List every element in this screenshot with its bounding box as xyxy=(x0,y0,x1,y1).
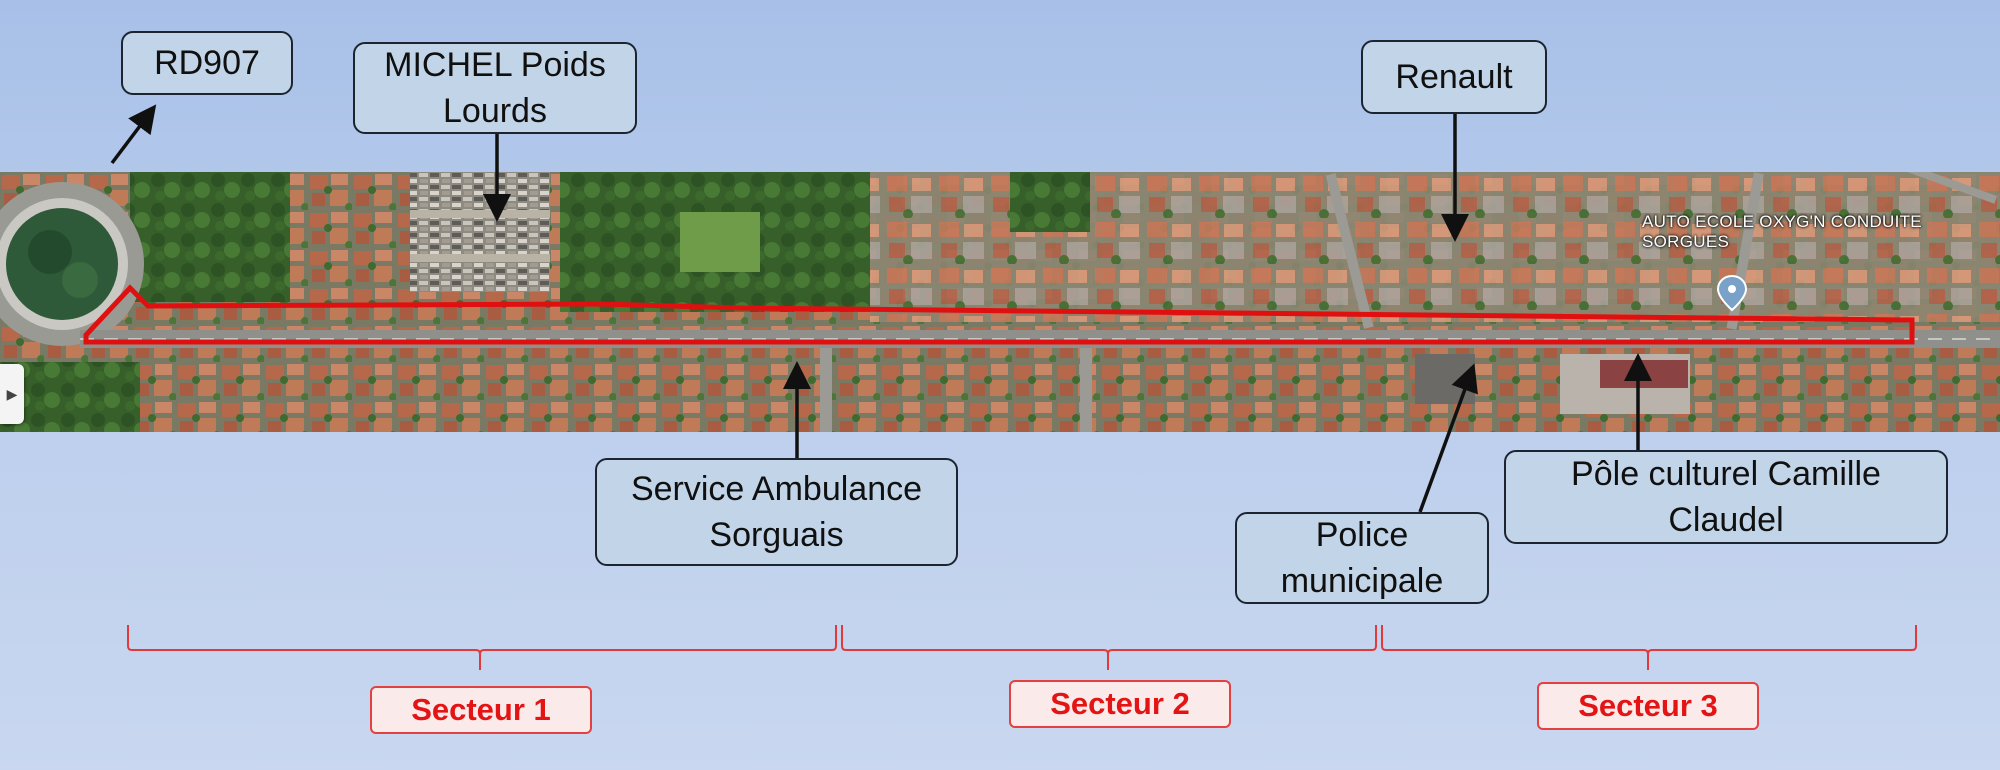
chevron-right-icon: ▶ xyxy=(6,385,18,402)
aerial-map[interactable]: AUTO ECOLE OXYG'N CONDUITE SORGUES ▶ xyxy=(0,172,2000,432)
brace-secteur-3 xyxy=(1381,625,1917,670)
location-pin-icon xyxy=(1716,274,1748,312)
route-outline xyxy=(83,284,1915,345)
sector-3-label: Secteur 3 xyxy=(1537,682,1759,730)
callout-michel-poids-lourds: MICHEL Poids Lourds xyxy=(353,42,637,134)
sector-2-label: Secteur 2 xyxy=(1009,680,1231,728)
callout-rd907: RD907 xyxy=(121,31,293,95)
sector-1-label: Secteur 1 xyxy=(370,686,592,734)
side-panel-toggle[interactable]: ▶ xyxy=(0,364,24,424)
aerial-imagery xyxy=(0,172,2000,432)
brace-secteur-1 xyxy=(127,625,837,670)
poi-label-auto-ecole[interactable]: AUTO ECOLE OXYG'N CONDUITE SORGUES xyxy=(1642,212,1922,251)
callout-pole-culturel: Pôle culturel Camille Claudel xyxy=(1504,450,1948,544)
callout-service-ambulance: Service Ambulance Sorguais xyxy=(595,458,958,566)
arrow-rd907 xyxy=(110,104,157,165)
brace-secteur-2 xyxy=(841,625,1377,670)
callout-police-municipale: Police municipale xyxy=(1235,512,1489,604)
callout-renault: Renault xyxy=(1361,40,1547,114)
